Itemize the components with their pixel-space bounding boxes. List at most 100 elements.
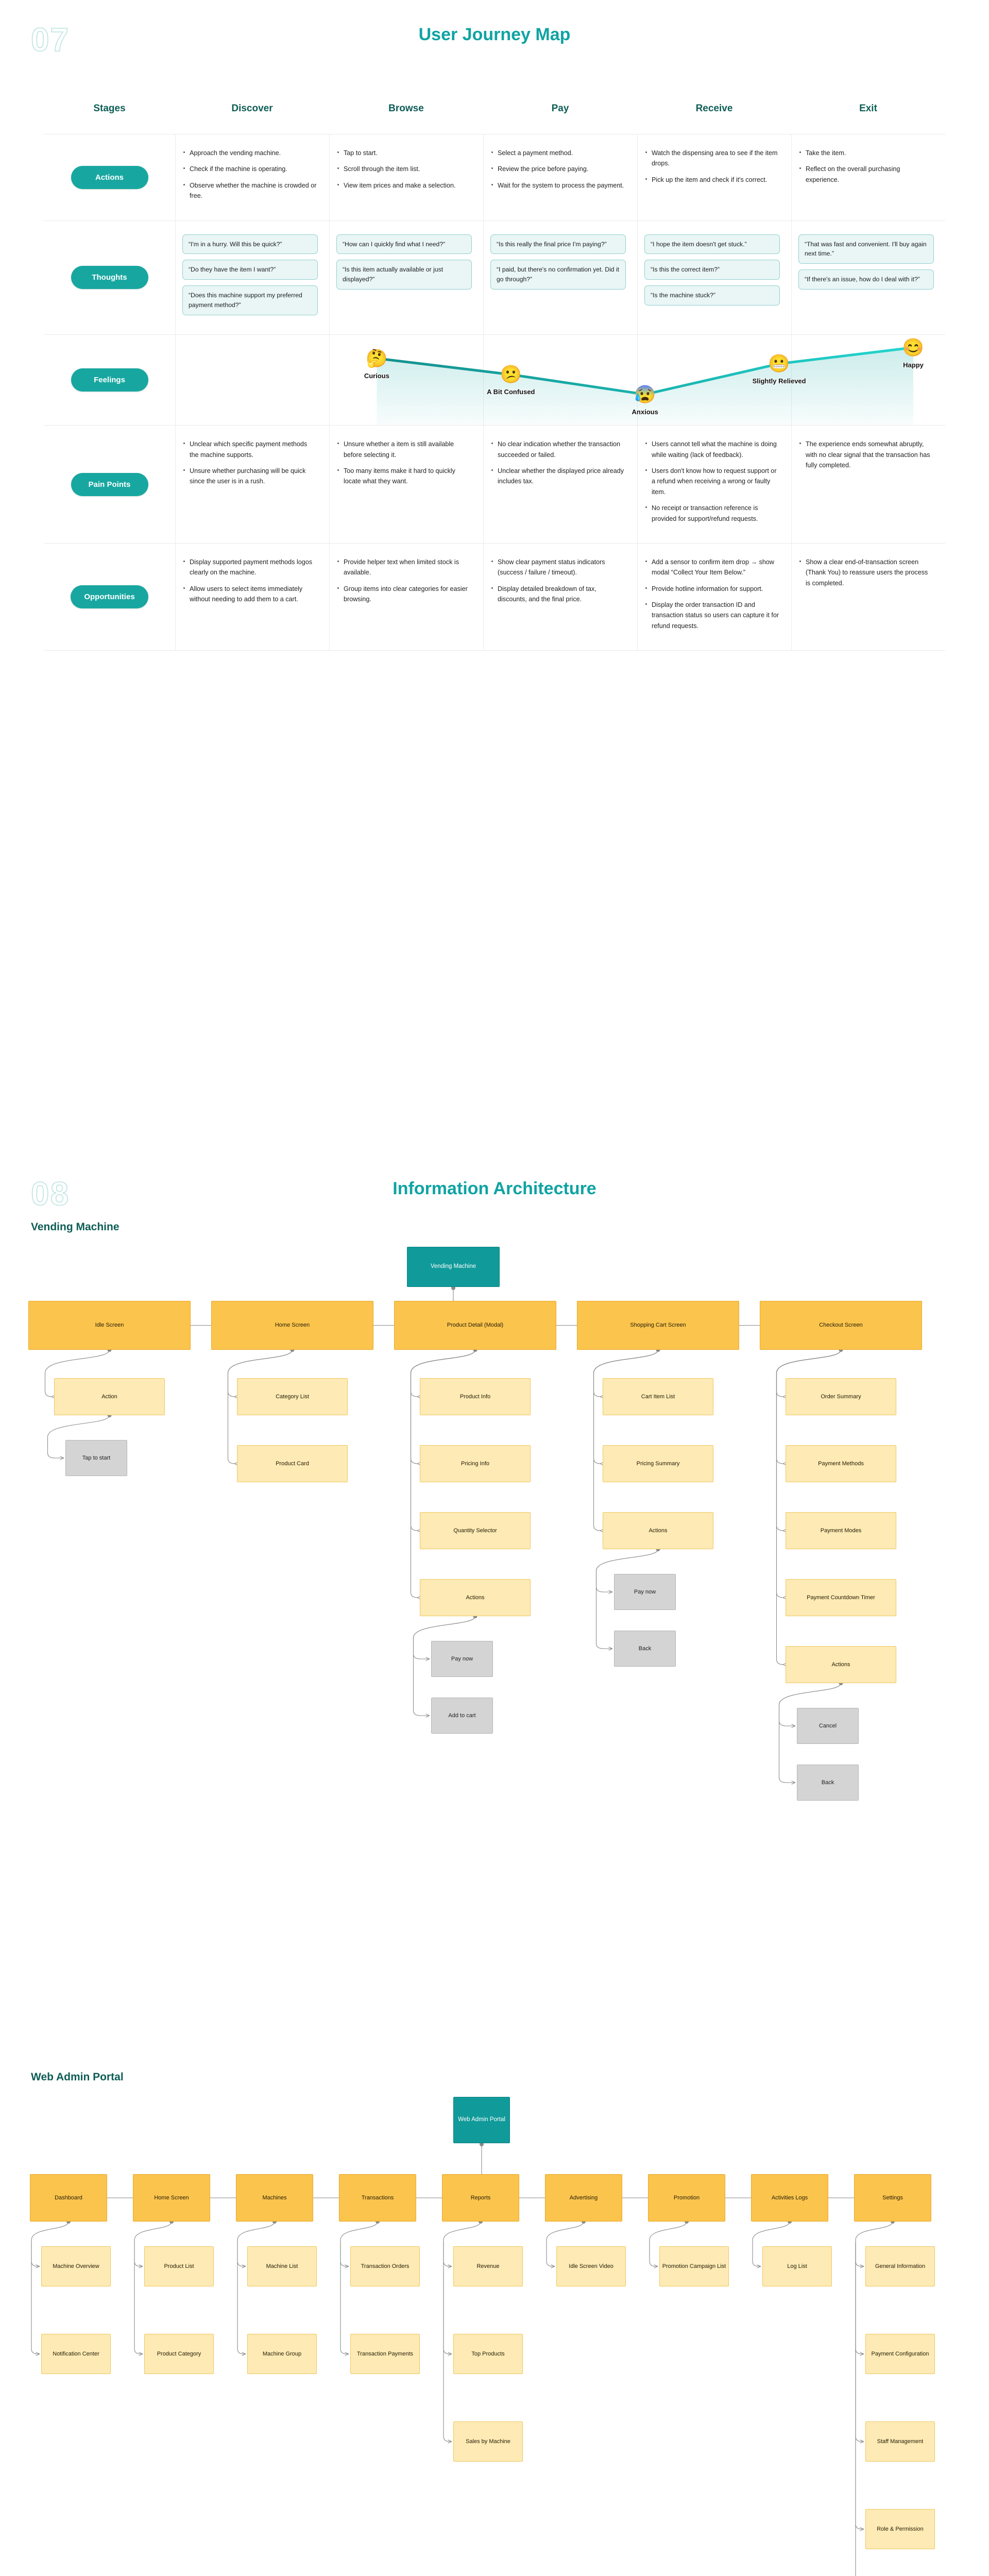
- journey-stages-label: Stages: [93, 103, 126, 114]
- ia-node-admin-role-permission: Role & Permission: [865, 2509, 935, 2549]
- ia-node-actions: Actions: [420, 1579, 531, 1616]
- ia-node-actions: Actions: [786, 1646, 896, 1683]
- ia-node-pricing-summary: Pricing Summary: [603, 1445, 713, 1482]
- ia-node-admin-advertising: Advertising: [545, 2174, 622, 2222]
- ia-node-admin-product-list: Product List: [144, 2246, 214, 2286]
- journey-cell-1-2: “Is this really the final price I'm payi…: [483, 221, 637, 335]
- bullet-list: Show clear payment status indicators (su…: [490, 557, 626, 605]
- ia-node-admin-sales-by-machine: Sales by Machine: [453, 2421, 523, 2462]
- ia-node-cancel: Cancel: [797, 1708, 859, 1744]
- column-divider: [329, 426, 330, 543]
- journey-row-feelings: Feelings🤔Curious😕A Bit Confused😰Anxious😬…: [44, 335, 945, 426]
- bullet-item-0: Users cannot tell what the machine is do…: [644, 439, 780, 460]
- ia-node-back: Back: [797, 1765, 859, 1801]
- ia-node-pricing-info: Pricing Info: [420, 1445, 531, 1482]
- ia-node-cart-item-list: Cart Item List: [603, 1378, 713, 1415]
- journey-cell-3-1: Provide helper text when limited stock i…: [329, 544, 483, 650]
- ia-node-product-info: Product Info: [420, 1378, 531, 1415]
- ia-node-tap-to-start: Tap to start: [65, 1440, 127, 1476]
- column-divider: [791, 221, 792, 335]
- thought-card-0-2: “Does this machine support my preferred …: [182, 285, 318, 316]
- column-divider: [175, 335, 176, 426]
- ia-node-action: Action: [54, 1378, 165, 1415]
- ia-node-product-card: Product Card: [237, 1445, 348, 1482]
- ia-node-order-summary: Order Summary: [786, 1378, 896, 1415]
- thought-card-4-0: “That was fast and convenient. I'll buy …: [798, 234, 934, 264]
- ia-node-admin-machine-group: Machine Group: [247, 2334, 317, 2374]
- feeling-emoji-curious: 🤔: [366, 348, 388, 368]
- ia-node-admin-general-information: General Information: [865, 2246, 935, 2286]
- journey-cell-3-3: Add a sensor to confirm item drop → show…: [637, 544, 791, 650]
- thought-card-0-1: “Do they have the item I want?”: [182, 260, 318, 280]
- ia-node-admin-transactions: Transactions: [339, 2174, 416, 2222]
- journey-cell-1-4: “That was fast and convenient. I'll buy …: [791, 221, 945, 335]
- bullet-item-0: Take the item.: [798, 148, 934, 158]
- ia-node-admin-staff-management: Staff Management: [865, 2421, 935, 2462]
- journey-cell-3-4: Show a clear end-of-transaction screen (…: [791, 544, 945, 650]
- bullet-list: Show a clear end-of-transaction screen (…: [798, 557, 934, 588]
- ia-node-payment-modes: Payment Modes: [786, 1512, 896, 1549]
- bullet-item-1: Review the price before paying.: [490, 164, 626, 174]
- journey-cell-0-1: Tap to start.Scroll through the item lis…: [329, 134, 483, 221]
- bullet-item-0: Tap to start.: [336, 148, 472, 158]
- ia-node-admin-log-list: Log List: [762, 2246, 832, 2286]
- ia-node-admin-activities-logs: Activities Logs: [751, 2174, 828, 2222]
- bullet-item-2: Wait for the system to process the payme…: [490, 180, 626, 191]
- bullet-item-0: Select a payment method.: [490, 148, 626, 158]
- ia-node-admin-machine-list: Machine List: [247, 2246, 317, 2286]
- bullet-item-1: Unsure whether purchasing will be quick …: [182, 466, 318, 487]
- column-divider: [637, 134, 638, 221]
- feeling-emoji-a-bit-confused: 😕: [500, 365, 522, 385]
- bullet-item-0: No clear indication whether the transact…: [490, 439, 626, 460]
- ia-node-payment-methods: Payment Methods: [786, 1445, 896, 1482]
- column-divider: [791, 543, 792, 651]
- ia-node-checkout-screen: Checkout Screen: [760, 1301, 922, 1350]
- bullet-list: Users cannot tell what the machine is do…: [644, 439, 780, 524]
- thought-card-1-0: “How can I quickly find what I need?”: [336, 234, 472, 255]
- bullet-item-2: Display the order transaction ID and tra…: [644, 600, 780, 631]
- ia-node-pay-now: Pay now: [614, 1574, 676, 1610]
- ia-node-admin-top-products: Top Products: [453, 2334, 523, 2374]
- bullet-list: Watch the dispensing area to see if the …: [644, 148, 780, 185]
- bullet-list: Add a sensor to confirm item drop → show…: [644, 557, 780, 631]
- bullet-item-0: Show clear payment status indicators (su…: [490, 557, 626, 578]
- journey-cell-0-4: Take the item. Reflect on the overall pur…: [791, 134, 945, 221]
- divider: [44, 425, 945, 426]
- subsection-title-vending-machine: Vending Machine: [31, 1221, 120, 1233]
- bullet-item-0: Approach the vending machine.: [182, 148, 318, 158]
- feeling-label-0: Curious: [364, 371, 389, 380]
- feeling-label-3: Slightly Relieved: [752, 377, 806, 385]
- column-divider: [637, 335, 638, 426]
- ia-node-admin-home-screen: Home Screen: [133, 2174, 210, 2222]
- ia-node-category-list: Category List: [237, 1378, 348, 1415]
- bullet-list: Display supported payment methods logos …: [182, 557, 318, 605]
- ia-node-pay-now: Pay now: [431, 1641, 493, 1677]
- bullet-item-1: Display detailed breakdown of tax, disco…: [490, 584, 626, 605]
- ia-node-admin-revenue: Revenue: [453, 2246, 523, 2286]
- bullet-item-1: Reflect on the overall purchasing experi…: [798, 164, 934, 185]
- journey-cell-0-2: Select a payment method. Review the price…: [483, 134, 637, 221]
- feeling-emoji-anxious: 😰: [634, 384, 656, 404]
- bullet-item-0: Watch the dispensing area to see if the …: [644, 148, 780, 169]
- page-title: User Journey Map: [418, 25, 571, 44]
- ia-node-home-screen: Home Screen: [211, 1301, 373, 1350]
- journey-row-pill-1: Thoughts: [71, 266, 148, 290]
- feelings-line-chart: [376, 346, 915, 426]
- ia-node-idle-screen: Idle Screen: [28, 1301, 191, 1350]
- ia-node-admin-machine-overview: Machine Overview: [41, 2246, 111, 2286]
- ia-node-admin-dashboard: Dashboard: [30, 2174, 107, 2222]
- bullet-list: No clear indication whether the transact…: [490, 439, 626, 487]
- divider: [44, 543, 945, 544]
- ia-node-admin-payment-configuration: Payment Configuration: [865, 2334, 935, 2374]
- column-divider: [329, 335, 330, 426]
- column-divider: [483, 426, 484, 543]
- column-divider: [175, 221, 176, 335]
- journey-stage-header-2: Pay: [551, 103, 569, 114]
- journey-cell-2-4: The experience ends somewhat abruptly, w…: [791, 426, 945, 543]
